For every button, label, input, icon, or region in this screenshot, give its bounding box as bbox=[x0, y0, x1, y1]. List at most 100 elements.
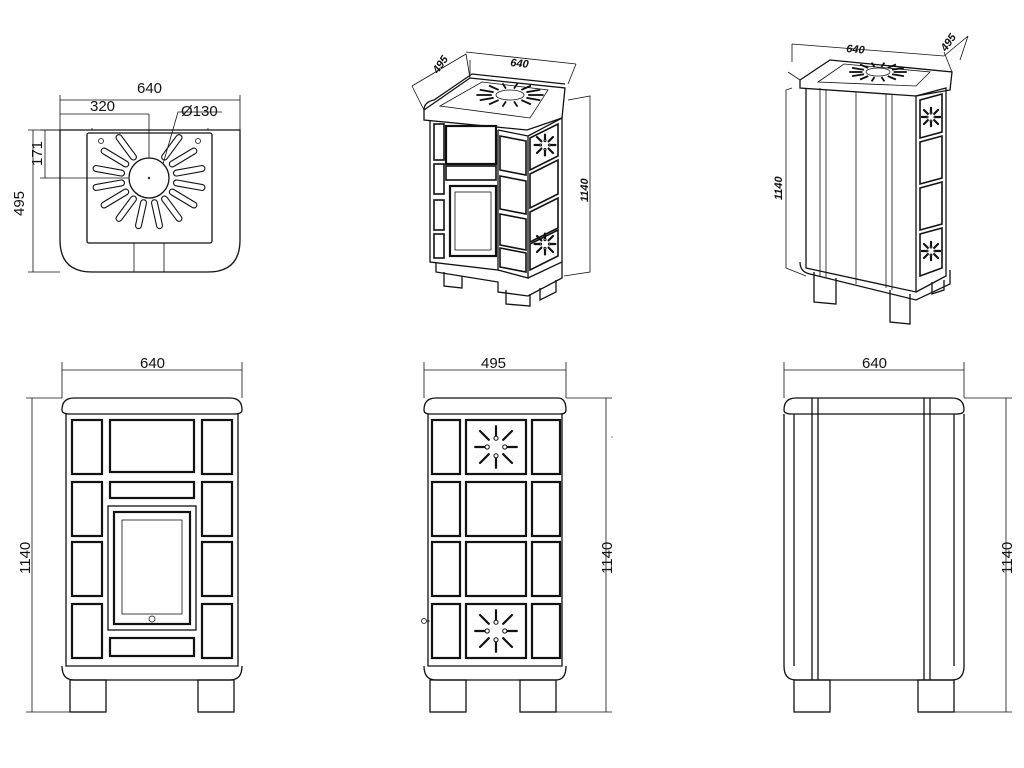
iso-ray bbox=[488, 99, 500, 106]
iso-front-view: 495 640 1140 bbox=[411, 51, 591, 307]
slot-inner bbox=[152, 200, 162, 229]
slot-inner bbox=[93, 166, 124, 176]
star-stroke bbox=[933, 119, 940, 126]
top-depth-label: 495 bbox=[11, 191, 28, 216]
star-stroke bbox=[478, 613, 490, 625]
star-dot bbox=[493, 619, 499, 625]
front-view: 640 1140 bbox=[17, 355, 243, 713]
iso-back-width-label: 640 bbox=[846, 43, 866, 57]
star-dot bbox=[929, 245, 933, 249]
star-dot bbox=[493, 637, 499, 643]
iso-ray bbox=[526, 96, 541, 102]
star-stroke bbox=[547, 234, 555, 242]
front-height-label: 1140 bbox=[17, 542, 34, 574]
iso-ray bbox=[891, 73, 905, 78]
iso-ray bbox=[501, 82, 507, 90]
star-dot bbox=[933, 115, 937, 119]
star-stroke bbox=[922, 253, 929, 260]
slot-inner bbox=[169, 189, 197, 208]
iso-ray bbox=[859, 63, 869, 69]
top-hole-label: Ø130 bbox=[181, 103, 218, 120]
star-stroke bbox=[535, 147, 543, 155]
iso-ray bbox=[880, 76, 886, 82]
star-dot bbox=[925, 249, 929, 253]
star-stroke bbox=[933, 108, 940, 115]
iso-front-width-label: 640 bbox=[510, 57, 530, 71]
star-stroke bbox=[922, 119, 929, 126]
iso-ray bbox=[851, 66, 865, 71]
iso-back-view: 640 495 1140 bbox=[773, 31, 969, 325]
iso-ray bbox=[887, 75, 897, 81]
side-height-label: 1140 bbox=[599, 542, 616, 574]
star-stroke bbox=[535, 135, 543, 143]
star-dot bbox=[929, 111, 933, 115]
star-dot bbox=[543, 246, 547, 250]
star-dot bbox=[493, 453, 499, 459]
star-stroke bbox=[502, 453, 514, 465]
star-stroke bbox=[478, 429, 490, 441]
slot-inner bbox=[116, 196, 136, 221]
star-dot bbox=[929, 119, 933, 123]
star-dot bbox=[543, 147, 547, 151]
iso-ray bbox=[479, 96, 494, 102]
slot-inner bbox=[174, 180, 205, 190]
star-dot bbox=[502, 628, 508, 634]
star-stroke bbox=[478, 453, 490, 465]
slot-inner bbox=[162, 135, 182, 160]
slot-inner bbox=[116, 135, 136, 160]
iso-back-depth-label: 495 bbox=[938, 31, 959, 54]
iso-ray bbox=[859, 75, 869, 81]
iso-back-height-label: 1140 bbox=[773, 175, 785, 200]
iso-ray bbox=[880, 62, 886, 68]
iso-ray bbox=[501, 100, 507, 108]
star-stroke bbox=[478, 637, 490, 649]
star-dot bbox=[484, 444, 490, 450]
star-stroke bbox=[547, 135, 555, 143]
side-view: 495 1140 bbox=[421, 355, 616, 713]
star-dot bbox=[933, 249, 937, 253]
iso-ray bbox=[887, 63, 897, 69]
star-stroke bbox=[547, 246, 555, 254]
iso-ray bbox=[526, 88, 541, 94]
star-dot bbox=[539, 242, 543, 246]
star-dot bbox=[547, 242, 551, 246]
back-width-label: 640 bbox=[862, 355, 887, 372]
slot-inner bbox=[162, 196, 182, 221]
slot-inner bbox=[93, 180, 124, 190]
slot-inner bbox=[174, 166, 205, 176]
star-stroke bbox=[922, 242, 929, 249]
iso-ray bbox=[513, 100, 519, 108]
top-width-label: 640 bbox=[137, 80, 162, 97]
slot-inner bbox=[169, 148, 197, 167]
slot-inner bbox=[136, 200, 146, 229]
iso-ray bbox=[479, 88, 494, 94]
star-stroke bbox=[547, 147, 555, 155]
star-dot bbox=[502, 444, 508, 450]
star-stroke bbox=[933, 253, 940, 260]
side-width-label: 495 bbox=[481, 355, 506, 372]
iso-ray bbox=[870, 76, 876, 82]
star-stroke bbox=[502, 613, 514, 625]
slot-inner bbox=[101, 189, 129, 208]
top-half-width-label: 320 bbox=[90, 98, 115, 115]
top-view: 640 320 Ø130 171 495 bbox=[11, 80, 241, 273]
star-dot bbox=[543, 238, 547, 242]
star-dot bbox=[539, 143, 543, 147]
iso-ray bbox=[891, 66, 905, 71]
iso-ray bbox=[870, 62, 876, 68]
iso-ray bbox=[520, 84, 532, 91]
star-stroke bbox=[922, 108, 929, 115]
star-dot bbox=[547, 143, 551, 147]
star-stroke bbox=[535, 234, 543, 242]
iso-ray bbox=[513, 82, 519, 90]
star-dot bbox=[543, 139, 547, 143]
star-stroke bbox=[502, 637, 514, 649]
star-stroke bbox=[933, 242, 940, 249]
iso-ray bbox=[488, 84, 500, 91]
slot-inner bbox=[101, 148, 129, 167]
front-width-label: 640 bbox=[140, 355, 165, 372]
star-stroke bbox=[535, 246, 543, 254]
star-dot bbox=[929, 253, 933, 257]
